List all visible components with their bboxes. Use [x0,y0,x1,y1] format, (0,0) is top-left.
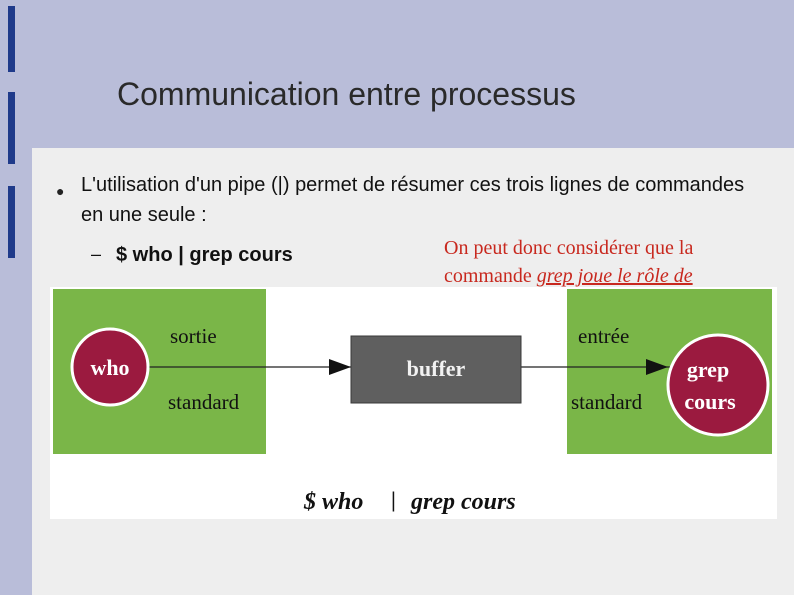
who-process-label: who [90,355,129,380]
left-out-label-1: sortie [170,324,217,348]
buffer-label: buffer [407,356,466,381]
note-text: On peut donc considérer que la commande … [444,234,764,290]
caption-pipe: | [391,487,396,512]
slide-header [32,0,794,148]
caption-cmd-1: $ who [303,489,363,515]
pipe-diagram: buffer who sortie standard entrée standa… [50,287,777,519]
left-decoration [0,0,30,595]
arrow-head-left [329,359,351,375]
left-bar [8,186,15,258]
caption-cmd-2: grep cours [410,489,516,515]
arrow-head-right [646,359,668,375]
slide-title: Communication entre processus [117,76,576,112]
grep-process-label-1: grep [687,357,729,382]
sub-bullet-dash: – [91,244,102,264]
right-in-label-2: standard [571,390,643,414]
command-text: $ who | grep cours [116,244,293,266]
pipe-diagram-svg: buffer who sortie standard entrée standa… [53,289,772,515]
who-process-circle [70,327,150,407]
left-bar [8,6,15,72]
right-in-label-1: entrée [578,324,629,348]
grep-process-circle [666,333,770,437]
left-bar [8,92,15,164]
note-emphasis: grep joue le rôle de [536,265,693,287]
bullet-icon: ● [56,183,65,199]
left-out-label-2: standard [168,390,240,414]
buffer-box [350,335,522,404]
note-prefix: On peut donc considérer que la commande [444,237,694,287]
grep-process-label-2: cours [684,389,736,414]
main-paragraph: L'utilisation d'un pipe (|) permet de ré… [81,174,745,226]
